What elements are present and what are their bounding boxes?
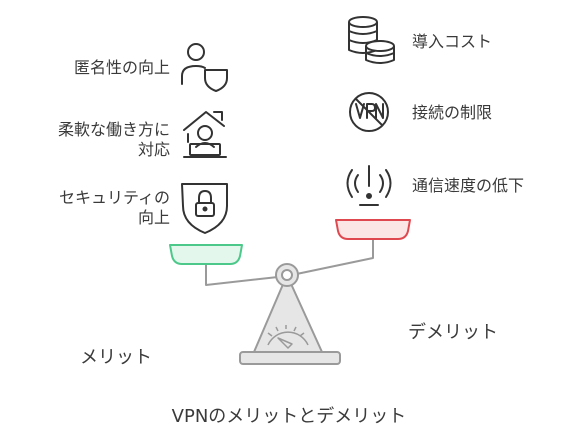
demerit-item-label: 導入コスト [412, 32, 493, 51]
scale-stand [239, 274, 341, 365]
merit-group-label: メリット [80, 347, 152, 368]
demerit-pan [335, 219, 411, 240]
weak-signal-icon [346, 165, 392, 206]
demerit-item-speed-drop: 通信速度の低下 [412, 176, 524, 196]
demerit-group-label: デメリット [408, 322, 498, 343]
demerit-item-connection-limit: 接続の制限 [412, 103, 492, 123]
merit-item-label: 匿名性の向上 [73, 58, 170, 77]
merit-pan [169, 244, 243, 265]
no-vpn-icon [349, 92, 389, 132]
merit-item-label: セキュリティの [58, 188, 170, 207]
diagram-title: VPNのメリットとデメリット [171, 406, 407, 427]
demerit-item-label: 通信速度の低下 [412, 176, 525, 195]
merit-item-label: 柔軟な働き方に [57, 120, 170, 139]
merit-item-label: 対応 [137, 140, 170, 159]
lock-shield-icon [181, 183, 228, 234]
demerit-item-cost: 導入コスト [412, 32, 492, 52]
coins-stack-icon [348, 16, 395, 64]
home-laptop-icon [183, 111, 227, 158]
merit-item-flexible-work: 柔軟な働き方に 対応 [58, 120, 170, 160]
user-shield-icon [181, 43, 228, 92]
demerit-item-label: 接続の制限 [412, 103, 493, 122]
merit-item-label: 向上 [137, 208, 170, 227]
merit-item-anonymity: 匿名性の向上 [74, 58, 170, 78]
scale-beam [205, 239, 374, 287]
merit-item-security: セキュリティの 向上 [59, 188, 170, 228]
